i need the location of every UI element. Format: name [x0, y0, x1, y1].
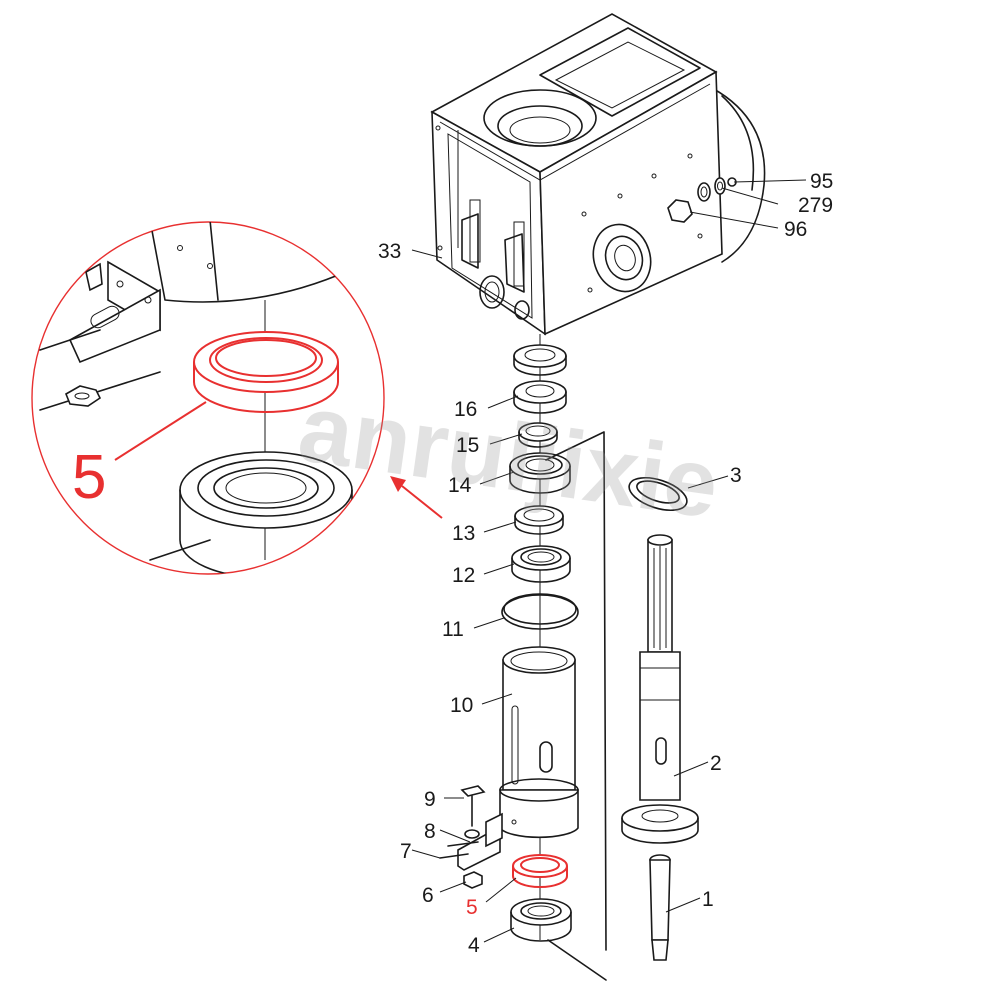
label-5: 5 [466, 896, 478, 919]
part-11-ring [501, 593, 579, 630]
part-3-ring [628, 476, 688, 512]
part-12-bearing [511, 545, 571, 583]
label-12: 12 [452, 564, 475, 587]
label-10: 10 [450, 694, 473, 717]
label-8: 8 [424, 820, 436, 843]
divider-bracket [545, 431, 607, 981]
head-casting [430, 13, 766, 336]
part-labels: 33 95 279 96 16 15 14 13 12 11 10 9 8 7 … [378, 170, 833, 957]
bearing-nut-top [513, 344, 567, 376]
part-14-bearing [509, 452, 571, 494]
label-2: 2 [710, 752, 722, 775]
label-15: 15 [456, 434, 479, 457]
part-15-washer [518, 422, 558, 448]
label-33: 33 [378, 240, 401, 263]
leader-lines [411, 179, 807, 943]
parts-6-to-9-hardware [439, 785, 503, 889]
label-6: 6 [422, 884, 434, 907]
part-10-quill [499, 646, 579, 839]
label-95: 95 [810, 170, 833, 193]
label-279: 279 [798, 194, 833, 217]
zoom-label-5: 5 [72, 443, 106, 512]
label-16: 16 [454, 398, 477, 421]
label-11: 11 [442, 618, 464, 641]
label-9: 9 [424, 788, 436, 811]
callout-arrow [390, 476, 443, 519]
watermark: anruijixie [293, 374, 725, 539]
label-1: 1 [702, 888, 714, 911]
label-14: 14 [448, 474, 472, 497]
label-96: 96 [784, 218, 807, 241]
label-7: 7 [400, 840, 412, 863]
label-13: 13 [452, 522, 475, 545]
part-16-nut [513, 380, 567, 414]
part-4-bearing [510, 898, 572, 942]
part-13-spacer [514, 505, 564, 535]
part-1-arbor [649, 854, 671, 961]
label-3: 3 [730, 464, 742, 487]
part-2-spindle [621, 534, 699, 844]
label-4: 4 [468, 934, 480, 957]
